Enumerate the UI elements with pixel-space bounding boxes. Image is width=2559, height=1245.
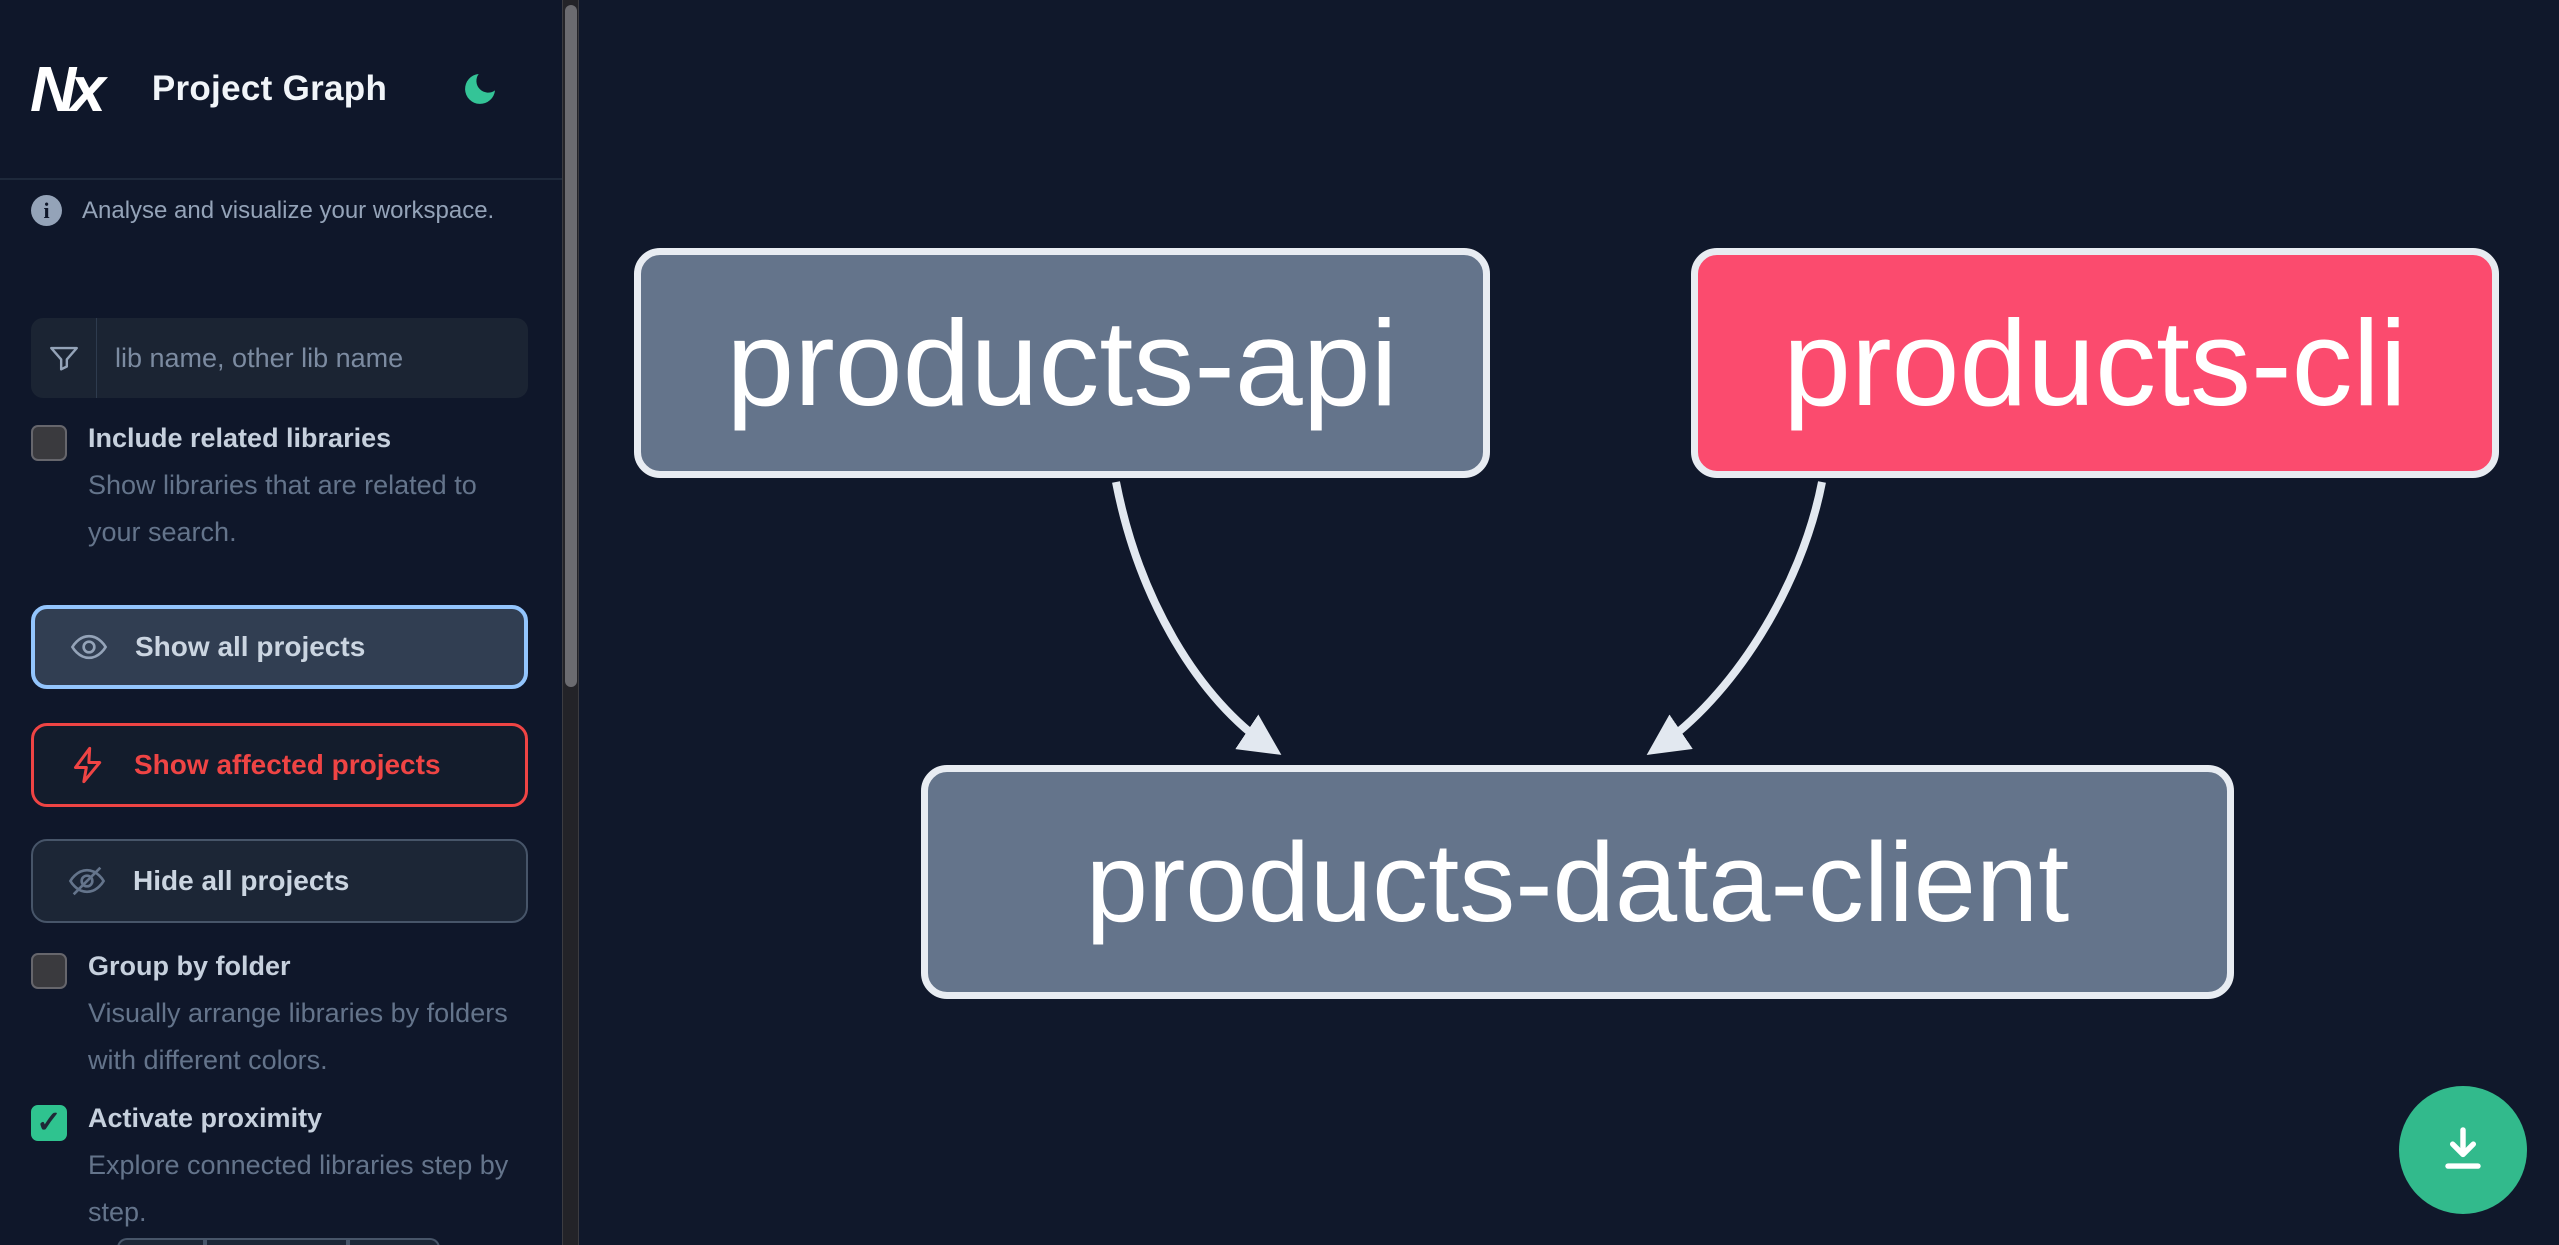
node-label: products-data-client bbox=[1085, 819, 2070, 945]
toggle-description: Visually arrange libraries by folders wi… bbox=[88, 998, 508, 1075]
node-products-cli[interactable]: products-cli bbox=[1691, 248, 2499, 478]
hide-all-projects-button[interactable]: Hide all projects bbox=[31, 839, 528, 923]
workspace-tagline: Analyse and visualize your workspace. bbox=[82, 196, 495, 224]
sidebar-header: Nx Project Graph bbox=[0, 0, 562, 180]
toggle-label: Activate proximity bbox=[88, 1103, 323, 1133]
checkbox-include-related[interactable]: ✓ bbox=[31, 425, 67, 461]
moon-icon bbox=[460, 74, 500, 113]
info-icon: i bbox=[31, 195, 62, 226]
button-label: Show all projects bbox=[135, 631, 366, 662]
theme-toggle-button[interactable] bbox=[460, 69, 500, 109]
sidebar: Nx Project Graph i Analyse and visualize… bbox=[0, 0, 562, 1245]
search-input[interactable] bbox=[97, 318, 528, 398]
scrollbar-thumb[interactable] bbox=[565, 5, 577, 687]
button-label: Hide all projects bbox=[133, 865, 350, 896]
toggle-activate-proximity: ✓ Activate proximity Explore connected l… bbox=[31, 1100, 528, 1236]
page-title: Project Graph bbox=[151, 69, 388, 108]
filter-funnel-icon bbox=[31, 318, 97, 398]
checkbox-group-by-folder[interactable]: ✓ bbox=[31, 953, 67, 989]
graph-edges bbox=[1112, 481, 1826, 755]
toggle-label: Group by folder bbox=[88, 951, 291, 981]
button-label: Show affected projects bbox=[134, 749, 441, 780]
proximity-depth-stepper bbox=[117, 1238, 440, 1245]
graph-canvas[interactable]: products-api products-cli products-data-… bbox=[579, 0, 2559, 1245]
download-graph-button[interactable] bbox=[2399, 1086, 2527, 1214]
show-affected-projects-button[interactable]: Show affected projects bbox=[31, 723, 528, 807]
proximity-depth-value[interactable] bbox=[205, 1238, 348, 1245]
proximity-increment-button[interactable] bbox=[348, 1238, 440, 1245]
sidebar-scrollbar[interactable] bbox=[562, 0, 579, 1245]
checkbox-activate-proximity[interactable]: ✓ bbox=[31, 1105, 67, 1141]
toggle-description: Show libraries that are related to your … bbox=[88, 470, 477, 547]
eye-off-icon bbox=[67, 861, 107, 901]
edge-products-cli-to-products-data-client bbox=[1646, 481, 1826, 755]
check-icon: ✓ bbox=[36, 1106, 62, 1139]
nx-logo: Nx bbox=[30, 53, 106, 125]
node-products-api[interactable]: products-api bbox=[634, 248, 1490, 478]
node-products-data-client[interactable]: products-data-client bbox=[921, 765, 2234, 999]
toggle-label: Include related libraries bbox=[88, 423, 392, 453]
edge-products-api-to-products-data-client bbox=[1112, 481, 1282, 755]
search-box bbox=[31, 318, 528, 398]
toggle-include-related: ✓ Include related libraries Show librari… bbox=[31, 420, 528, 556]
lightning-bolt-icon bbox=[68, 745, 108, 785]
toggle-group-by-folder: ✓ Group by folder Visually arrange libra… bbox=[31, 948, 528, 1084]
workspace-tagline-row: i Analyse and visualize your workspace. bbox=[31, 195, 528, 226]
toggle-description: Explore connected libraries step by step… bbox=[88, 1150, 509, 1227]
node-label: products-api bbox=[726, 295, 1398, 431]
download-icon bbox=[2432, 1117, 2494, 1184]
proximity-decrement-button[interactable] bbox=[117, 1238, 205, 1245]
node-label: products-cli bbox=[1783, 295, 2407, 431]
eye-icon bbox=[69, 627, 109, 667]
show-all-projects-button[interactable]: Show all projects bbox=[31, 605, 528, 689]
